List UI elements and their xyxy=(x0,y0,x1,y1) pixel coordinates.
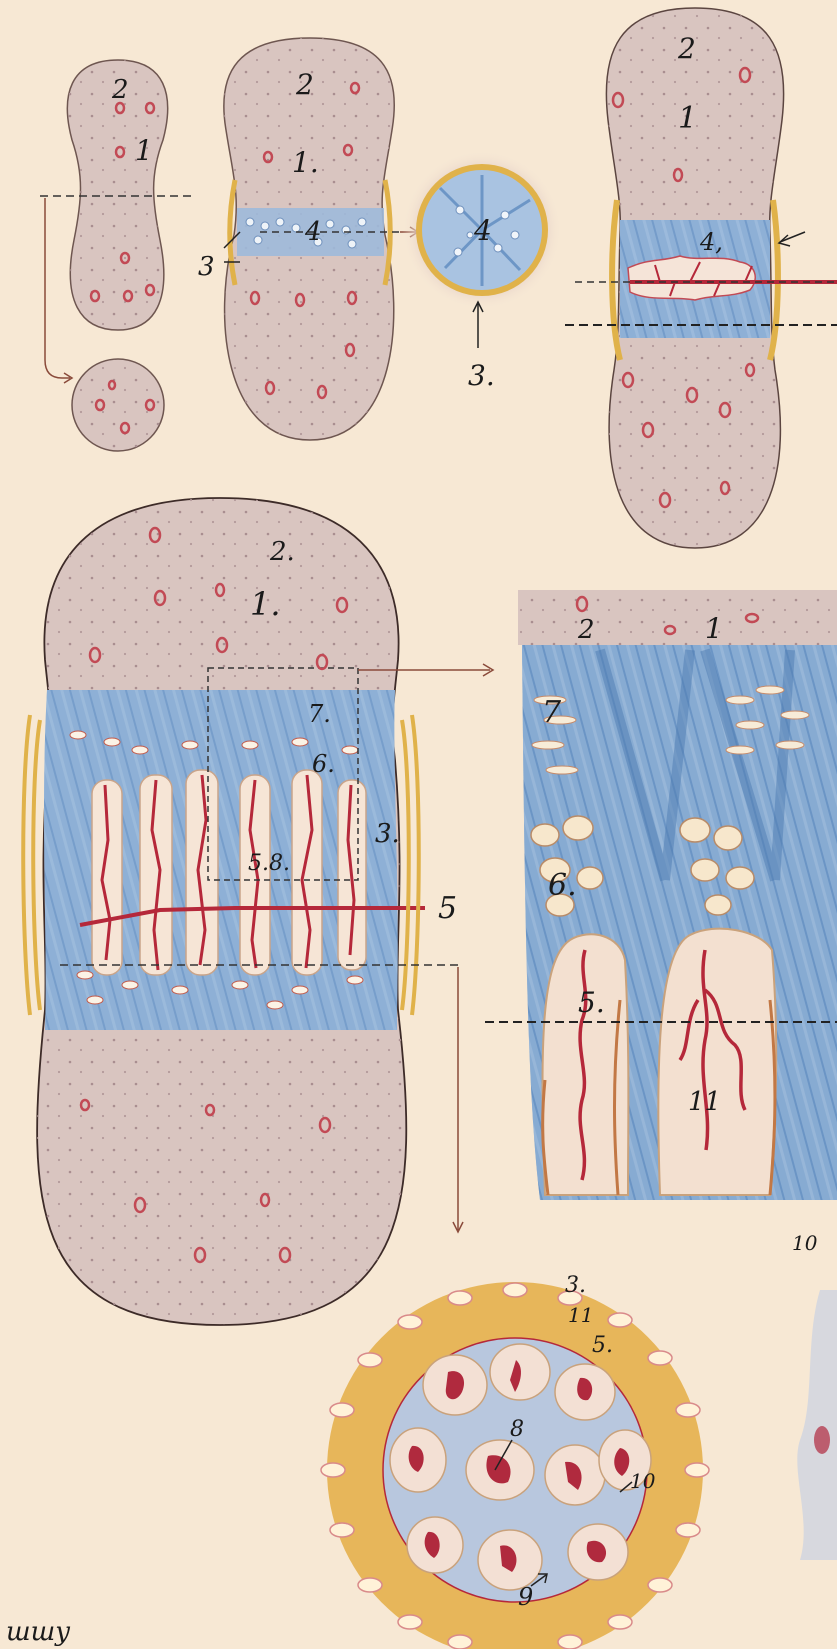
figure-2: 2 1. 4 3 xyxy=(198,38,418,440)
partial-figure-edge xyxy=(797,1290,837,1560)
figure-3: 4 3. xyxy=(402,150,562,392)
fig7-label-10: 10 xyxy=(630,1469,656,1493)
fig1-label-1: 1 xyxy=(135,134,153,167)
fig5-label-3: 3. xyxy=(375,819,400,849)
figure-1: 2 1 xyxy=(40,60,195,451)
fig5-label-1: 1. xyxy=(250,585,281,623)
fig2-label-1: 1. xyxy=(292,146,319,179)
fig7-label-3: 3. xyxy=(565,1273,586,1298)
figure-6: 2 1 7 6. 5. 11 10 xyxy=(485,590,837,1255)
fig5-label-2: 2. xyxy=(269,537,295,567)
fig2-label-2: 2 xyxy=(295,68,314,101)
fig1-label-2: 2 xyxy=(111,75,129,105)
fig6-label-6: 6. xyxy=(548,868,577,903)
fig4-label-1: 1 xyxy=(678,101,697,136)
fig5-label-5: 5 xyxy=(438,891,457,926)
fig6-label-1: 1 xyxy=(705,612,723,645)
fig4-label-2: 2 xyxy=(677,32,696,65)
signature: шшу xyxy=(6,1617,70,1647)
fig7-label-5: 5. xyxy=(592,1333,613,1358)
fig6-label-2: 2 xyxy=(577,615,595,645)
fig5-label-7: 7. xyxy=(308,700,331,728)
fig2-label-3: 3 xyxy=(198,252,215,282)
figure-4: 2 1 4, xyxy=(565,8,837,548)
fig6-label-5: 5. xyxy=(578,986,605,1019)
fig5-label-5-8: 5.8. xyxy=(248,851,290,876)
fig6-label-11: 11 xyxy=(688,1087,721,1117)
fig3-label-4: 4 xyxy=(473,214,492,247)
fig4-label-4: 4, xyxy=(699,228,723,256)
fig6-label-7: 7 xyxy=(542,695,562,730)
figure-5: 2. 1. 7. 6. 5.8. 3. 5 xyxy=(23,498,493,1325)
fig1-arrow xyxy=(45,198,70,378)
fig7-label-8: 8 xyxy=(510,1417,524,1442)
fig7-label-9: 9 xyxy=(518,1583,533,1611)
fig6-label-10: 10 xyxy=(792,1231,818,1255)
fig3-label-3: 3. xyxy=(468,359,495,392)
fig2-label-4: 4 xyxy=(304,217,322,247)
fig5-label-6: 6. xyxy=(312,750,335,778)
figure-7: 3. 11 5. 8 10 9 xyxy=(321,1273,709,1649)
fig6-column-right xyxy=(658,929,776,1195)
fig7-label-11: 11 xyxy=(568,1303,593,1327)
